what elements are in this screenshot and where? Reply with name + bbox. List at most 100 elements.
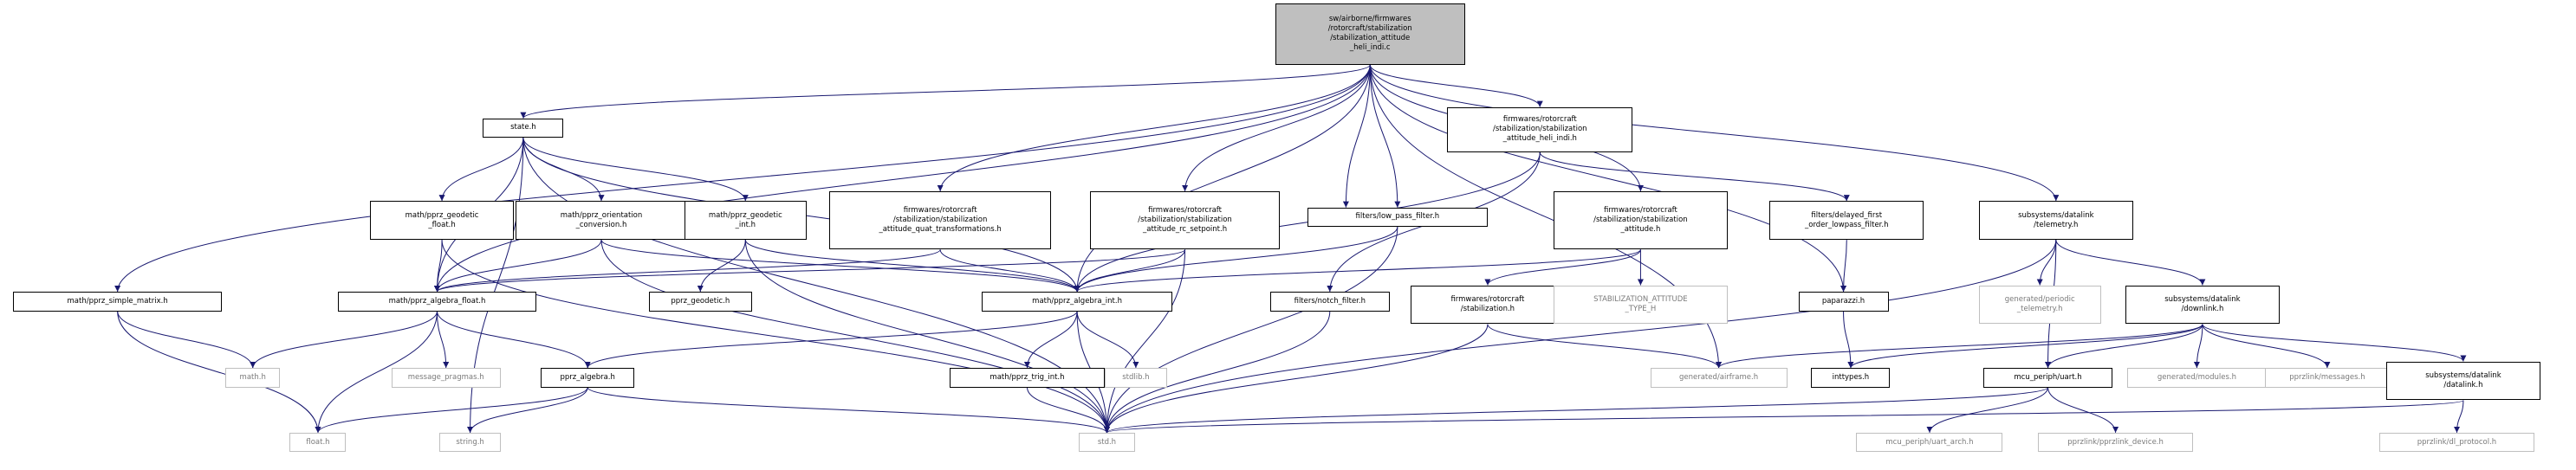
- node-state[interactable]: state.h: [483, 118, 564, 138]
- edge-pprz-algebra-to-string-h: [467, 387, 588, 434]
- edge-notch-to-std-h: [1103, 311, 1331, 433]
- node-rc-setpoint[interactable]: firmwares/rotorcraft /stabilization/stab…: [1089, 190, 1281, 250]
- edge-datalink-to-dl-protocol: [2454, 400, 2464, 433]
- node-paparazzi[interactable]: paparazzi.h: [1798, 292, 1889, 312]
- node-orientation[interactable]: math/pprz_orientation _conversion.h: [515, 201, 688, 241]
- edge-low-pass-to-alg-int: [1074, 227, 1398, 293]
- edge-uart-to-pprzlink-dev: [2047, 387, 2119, 433]
- edge-state-to-geo-float: [438, 138, 524, 202]
- edge-orientation-to-alg-float: [434, 240, 602, 293]
- edge-geo-float-to-alg-float: [433, 240, 443, 293]
- node-alg-float[interactable]: math/pprz_algebra_float.h: [338, 292, 536, 312]
- edge-delayed-lp-to-paparazzi: [1840, 240, 1847, 293]
- node-uart-arch: mcu_periph/uart_arch.h: [1856, 432, 2003, 453]
- edge-telemetry-to-periodic: [2036, 240, 2057, 286]
- edge-root-to-low-pass: [1369, 64, 1401, 208]
- edge-alg-int-to-stdlib: [1076, 311, 1139, 369]
- node-trig-int[interactable]: math/pprz_trig_int.h: [950, 368, 1105, 388]
- edge-root-to-simple-matrix: [114, 64, 1371, 293]
- edge-geo-int-to-std-h: [744, 240, 1110, 433]
- edge-downlink-to-pprzlink-msgs: [2202, 324, 2331, 369]
- edge-low-pass-to-std-h: [1103, 227, 1398, 433]
- edge-root-to-telemetry: [1369, 64, 2060, 202]
- edge-root-to-rc-setpoint: [1182, 64, 1371, 191]
- edge-geo-int-to-geodetic: [697, 240, 746, 293]
- edge-telemetry-to-downlink: [2055, 239, 2206, 286]
- node-stabilization[interactable]: firmwares/rotorcraft /stabilization.h: [1410, 285, 1566, 325]
- edge-downlink-to-inttypes: [1847, 324, 2203, 369]
- node-airframe: generated/airframe.h: [1650, 368, 1788, 388]
- edge-alg-float-to-math-h: [250, 311, 438, 369]
- edge-alg-float-to-pprz-algebra: [436, 311, 591, 369]
- node-telemetry[interactable]: subsystems/datalink /telemetry.h: [1978, 201, 2133, 241]
- edge-root-to-autopilot: [1342, 64, 1371, 208]
- node-dl-protocol: pprzlink/dl_protocol.h: [2379, 432, 2534, 453]
- node-low-pass[interactable]: filters/low_pass_filter.h: [1307, 207, 1488, 228]
- node-root: sw/airborne/firmwares /rotorcraft/stabil…: [1275, 3, 1465, 65]
- node-downlink[interactable]: subsystems/datalink /downlink.h: [2125, 285, 2281, 325]
- edge-orientation-to-alg-int: [600, 239, 1080, 293]
- edge-downlink-to-airframe: [1716, 324, 2203, 369]
- node-pprz-algebra[interactable]: pprz_algebra.h: [541, 368, 635, 388]
- edge-downlink-to-modules: [2193, 324, 2203, 369]
- edge-quat-trans-to-alg-int: [939, 249, 1080, 293]
- node-msg-pragmas: message_pragmas.h: [391, 368, 501, 388]
- node-pprzlink-dev: pprzlink/pprzlink_device.h: [2038, 432, 2193, 453]
- node-float-h: float.h: [289, 432, 347, 453]
- node-geo-float[interactable]: math/pprz_geodetic _float.h: [370, 201, 514, 241]
- edge-orientation-to-std-h: [600, 240, 1110, 433]
- edge-simple-matrix-to-math-h: [117, 311, 256, 369]
- edge-alg-float-to-msg-pragmas: [436, 311, 450, 369]
- edge-geo-int-to-alg-int: [744, 239, 1080, 293]
- node-math-h: math.h: [225, 368, 281, 388]
- node-periodic: generated/periodic _telemetry.h: [1978, 285, 2101, 325]
- node-geodetic[interactable]: pprz_geodetic.h: [648, 292, 752, 312]
- edge-geo-float-to-std-h: [441, 240, 1110, 433]
- node-pprzlink-msgs: pprzlink/messages.h: [2265, 368, 2390, 388]
- edge-alg-float-to-float-h: [315, 311, 438, 433]
- edge-root-to-paparazzi: [1369, 64, 1847, 293]
- node-datalink[interactable]: subsystems/datalink /datalink.h: [2385, 361, 2541, 401]
- node-geo-int[interactable]: math/pprz_geodetic _int.h: [684, 201, 807, 241]
- node-stab-type: STABILIZATION_ATTITUDE _TYPE_H: [1554, 285, 1728, 325]
- edge-state-to-std-h: [522, 138, 1110, 433]
- edge-stabilization-to-std-h: [1104, 324, 1489, 433]
- edge-alg-int-to-trig-int: [1023, 311, 1078, 369]
- edge-pprz-algebra-to-float-h: [315, 387, 588, 434]
- edge-telemetry-to-std-h: [1104, 240, 2057, 433]
- node-string-h: string.h: [439, 432, 501, 453]
- edge-rc-setpoint-to-std-h: [1103, 249, 1186, 433]
- edge-state-to-geo-int: [522, 138, 749, 202]
- edge-state-to-string-h: [467, 138, 524, 433]
- node-inttypes[interactable]: inttypes.h: [1811, 368, 1891, 388]
- node-delayed-lp[interactable]: filters/delayed_first _order_lowpass_fil…: [1769, 201, 1924, 241]
- edge-stab-att-to-alg-int: [1074, 248, 1641, 293]
- node-quat-trans[interactable]: firmwares/rotorcraft /stabilization/stab…: [828, 190, 1052, 250]
- edge-root-to-alg-float: [434, 64, 1371, 293]
- edge-alg-int-to-pprz-algebra: [584, 311, 1078, 369]
- node-simple-matrix[interactable]: math/pprz_simple_matrix.h: [12, 292, 223, 312]
- node-std-h: std.h: [1078, 432, 1135, 453]
- edge-root-to-quat-trans: [937, 64, 1371, 191]
- node-stdlib: stdlib.h: [1104, 368, 1168, 388]
- node-stab-att[interactable]: firmwares/rotorcraft /stabilization/stab…: [1554, 190, 1728, 250]
- node-alg-int[interactable]: math/pprz_algebra_int.h: [982, 292, 1172, 312]
- edge-uart-to-uart-arch: [1926, 387, 2049, 434]
- edge-paparazzi-to-inttypes: [1843, 311, 1854, 369]
- edge-pprz-algebra-to-std-h: [587, 387, 1110, 434]
- node-modules: generated/modules.h: [2126, 368, 2268, 388]
- edge-root-to-state: [520, 64, 1371, 119]
- edge-trig-int-to-std-h: [1026, 387, 1110, 433]
- edge-root-to-alg-int: [1074, 64, 1371, 293]
- edge-stabilization-to-airframe: [1487, 324, 1722, 369]
- edge-uart-to-std-h: [1104, 387, 2049, 434]
- node-notch[interactable]: filters/notch_filter.h: [1270, 292, 1390, 312]
- edge-simple-matrix-to-float-h: [117, 311, 321, 433]
- edge-downlink-to-datalink: [2202, 324, 2467, 362]
- node-uart[interactable]: mcu_periph/uart.h: [1983, 368, 2112, 388]
- node-heli-indi-h[interactable]: firmwares/rotorcraft /stabilization/stab…: [1447, 106, 1633, 152]
- edge-stab-att-to-stabilization: [1484, 249, 1641, 286]
- edge-heli-indi-h-to-delayed-lp: [1539, 151, 1850, 202]
- edge-rc-setpoint-to-alg-float: [434, 248, 1186, 293]
- edge-downlink-to-uart: [2045, 324, 2203, 369]
